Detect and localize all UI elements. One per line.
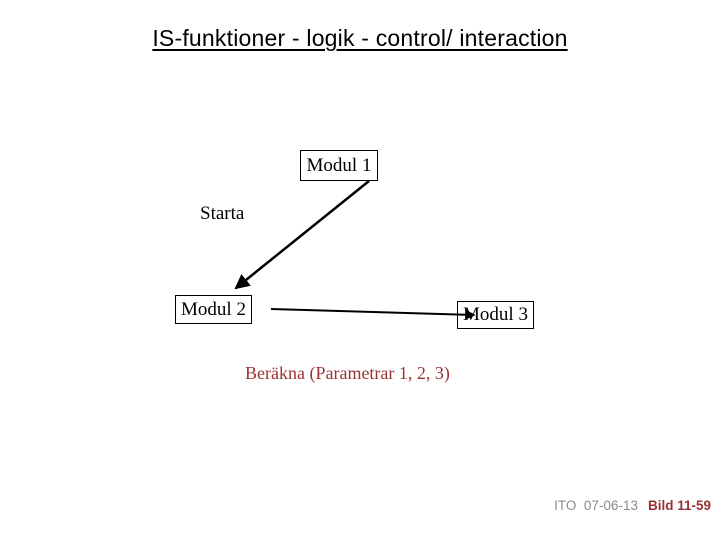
berakna-label: Beräkna (Parametrar 1, 2, 3) xyxy=(245,363,450,383)
footer-date: ITO 07-06-13 xyxy=(554,498,638,513)
modul1-box: Modul 1 xyxy=(300,150,378,181)
starta-label: Starta xyxy=(200,203,245,224)
modul3-box: Modul 3 xyxy=(457,301,534,329)
footer-slide-number: Bild 11-59 xyxy=(647,498,711,513)
arrow-modul2-to-modul3-icon xyxy=(270,308,476,320)
slide-footer: ITO 07-06-13 Bild 11-59 xyxy=(539,483,711,528)
arrow-modul1-to-modul2-icon xyxy=(234,180,370,290)
modul2-box: Modul 2 xyxy=(175,295,252,324)
slide-title: IS-funktioner - logik - control/ interac… xyxy=(152,25,568,51)
